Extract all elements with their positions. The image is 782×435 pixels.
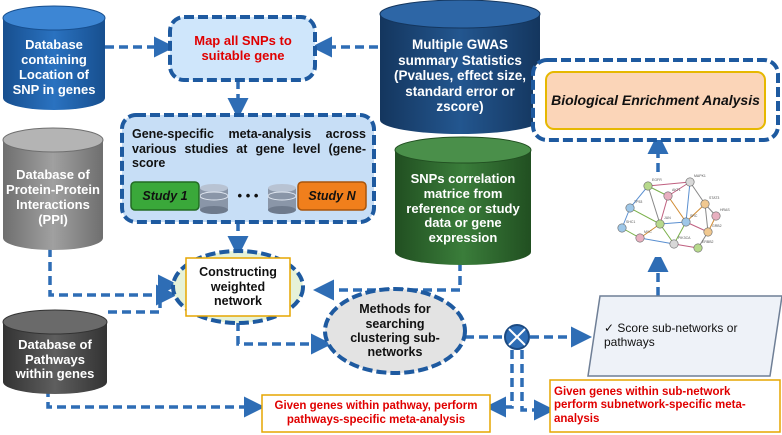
connectors <box>46 36 669 421</box>
network-node-label: GRB2 <box>712 224 722 228</box>
bio-enrichment-label: Biological Enrichment Analysis <box>551 92 760 109</box>
network-node-label: TP53 <box>634 200 642 204</box>
network-edge <box>685 181 691 223</box>
pathways-cylinder <box>2 309 108 394</box>
network-edge <box>704 203 709 233</box>
pathway-meta-box <box>261 394 491 433</box>
network-node <box>625 203 635 213</box>
junction-node <box>504 324 530 350</box>
network-node <box>669 239 679 249</box>
methods-ellipse <box>323 287 467 375</box>
pathway-meta-label: Given genes within pathway, perform path… <box>274 400 478 426</box>
subnetwork-meta-box <box>549 379 781 433</box>
study-dots: • • • <box>237 187 259 203</box>
network-edge <box>639 237 675 245</box>
network-node-label: STAT3 <box>709 196 719 200</box>
network-node <box>635 233 645 243</box>
edge-weighted-methods <box>236 322 332 355</box>
study-n-label: Study N <box>308 188 356 203</box>
map-snps-box <box>168 15 317 82</box>
network-node-label: MYC <box>644 230 652 234</box>
network-node-label: SRC <box>690 214 698 218</box>
network-node <box>617 223 627 233</box>
snp-corr-cylinder <box>394 136 532 265</box>
bio-enrichment-box <box>545 71 766 130</box>
network-node <box>700 199 710 209</box>
network-node <box>703 227 713 237</box>
score-subnetworks-label: ✓ Score sub-networks or pathways <box>604 321 738 349</box>
network-node-label: HRAS <box>720 208 730 212</box>
gwas-label: Multiple GWAS summary Statistics (Pvalue… <box>393 37 527 115</box>
network-node-label: EGFR <box>652 178 662 182</box>
network-node <box>655 219 665 229</box>
network-node <box>681 217 691 227</box>
edge-pathways-weighted <box>108 274 179 314</box>
edge-ppi-weighted <box>48 248 177 306</box>
methods-label: Methods for searching clustering sub-net… <box>350 302 440 360</box>
study-database-icons <box>199 184 297 214</box>
network-node-label: ERBB2 <box>702 240 714 244</box>
network-node <box>663 191 673 201</box>
db-pathways-label: Database of Pathways within genes <box>15 336 95 382</box>
network-node <box>685 177 695 187</box>
db-ppi-label: Database of Protein-Protein Interactions… <box>6 167 100 227</box>
ppi-cylinder <box>2 127 104 250</box>
network-node-label: PIK3CA <box>678 236 691 240</box>
network-node-label: SHC1 <box>626 220 635 224</box>
subnetwork-meta-label: Given genes within sub-network perform s… <box>554 386 746 425</box>
network-node-label: JUN <box>664 216 671 220</box>
network-node <box>693 243 703 253</box>
snp-corr-label: SNPs correlation matrice from reference … <box>406 170 520 246</box>
edge-junction-subnetmeta <box>520 350 555 421</box>
gene-meta-label: Gene-specific meta-analysis across vario… <box>132 127 366 171</box>
weighted-network-label: Constructing weighted network <box>199 265 277 309</box>
edge-pathways-pathmeta <box>46 388 265 418</box>
network-node-label: AKT1 <box>672 188 681 192</box>
network-node <box>643 181 653 191</box>
network-node-label: MAPK1 <box>694 174 706 178</box>
network-edge <box>647 181 691 187</box>
edge-corr-weighted <box>313 262 462 301</box>
network-edge <box>629 207 661 225</box>
db-snp-cylinder <box>2 5 106 110</box>
study-1-label: Study 1 <box>142 188 188 203</box>
network-edge <box>659 195 669 225</box>
map-snps-label: Map all SNPs to suitable gene <box>194 33 292 63</box>
network-edge <box>667 195 687 223</box>
db-snp-label: Database containing Location of SNP in g… <box>12 37 96 97</box>
edge-junction-pathmeta <box>485 350 514 418</box>
score-parallelogram <box>587 295 782 377</box>
network-edge <box>629 185 649 209</box>
network-node <box>711 211 721 221</box>
study-1-box <box>130 181 200 211</box>
weighted-network-inner <box>185 257 291 317</box>
network-edge <box>647 185 661 225</box>
gwas-cylinder <box>379 0 541 134</box>
study-n-box <box>297 181 367 211</box>
